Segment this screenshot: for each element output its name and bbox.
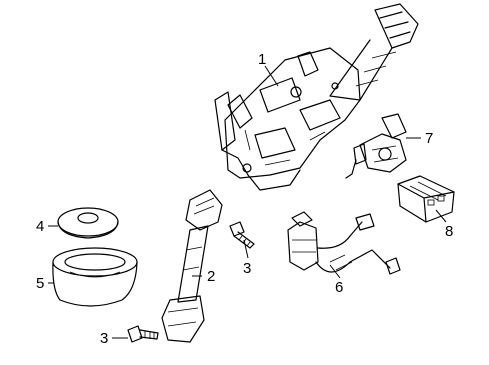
callout-3a: 3 [243,260,251,277]
bolt-icon [127,325,159,343]
control-module-icon [397,175,455,223]
leader-lines [48,65,447,339]
callout-2: 2 [207,268,215,285]
boot-icon [52,247,138,307]
callout-1: 1 [258,51,266,68]
lock-actuator-icon [345,113,407,179]
callouts: 1 2 3 3 4 5 6 7 8 [36,51,453,347]
callout-4: 4 [36,218,44,235]
callout-8: 8 [445,223,453,240]
callout-5: 5 [36,275,44,292]
callout-6: 6 [335,279,343,296]
callout-3b: 3 [100,330,108,347]
intermediate-shaft-icon [161,189,223,343]
steering-column-assembly-icon [214,3,419,191]
boot-seal-icon [57,207,119,239]
callout-7: 7 [425,130,433,147]
ignition-lock-harness-icon [287,211,401,275]
bolt-icon [229,221,255,249]
